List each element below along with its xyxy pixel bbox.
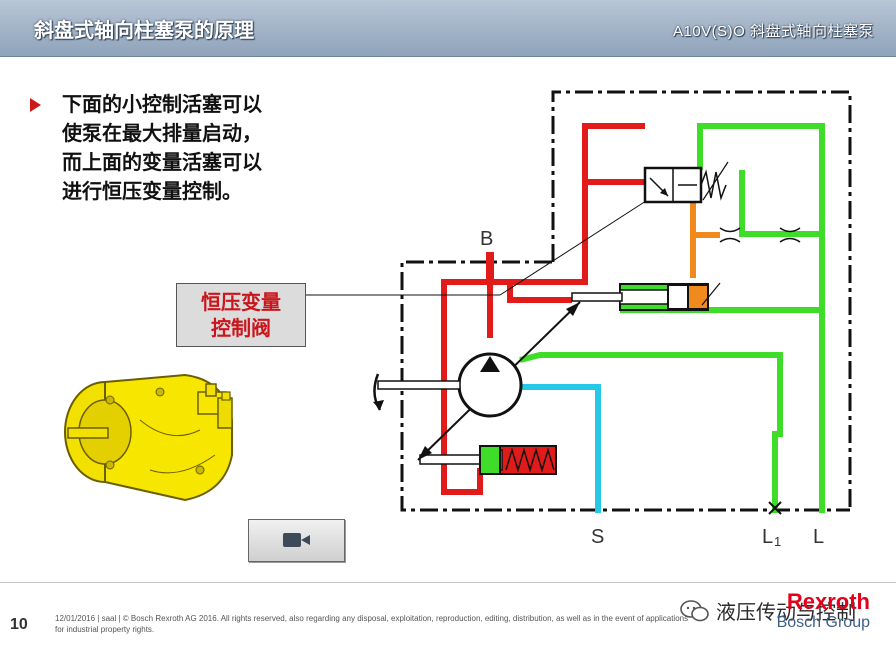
port-label-b: B bbox=[480, 228, 493, 250]
brand-logo: Rexroth Bosch Group bbox=[777, 591, 870, 633]
pressure-lines bbox=[441, 123, 645, 495]
wechat-icon bbox=[680, 599, 709, 621]
b-port-stub bbox=[486, 252, 494, 282]
orifices bbox=[719, 227, 801, 243]
l1-plug bbox=[768, 501, 782, 515]
video-camera-icon bbox=[283, 533, 301, 547]
constant-pressure-valve bbox=[643, 161, 729, 204]
watermark-text: 液压传动与控制 bbox=[716, 600, 856, 624]
port-label-l1: L bbox=[762, 526, 773, 548]
port-label-l: L bbox=[813, 526, 824, 548]
legal-notice: 12/01/2016 | saal | © Bosch Rexroth AG 2… bbox=[55, 614, 689, 634]
adjust-arrow bbox=[701, 282, 721, 306]
suction-line bbox=[522, 384, 601, 513]
pump-symbol bbox=[373, 301, 581, 461]
watermark: 液压传动与控制 bbox=[680, 596, 856, 625]
slide-title: 斜盘式轴向柱塞泵的原理 bbox=[34, 18, 254, 42]
pilot-lines bbox=[690, 202, 720, 278]
video-camera-lens-icon bbox=[301, 535, 310, 545]
callout-box: 恒压变量 控制阀 bbox=[176, 283, 306, 347]
bullet-line-3: 而上面的变量活塞可以 bbox=[62, 150, 262, 174]
title-bar: 斜盘式轴向柱塞泵的原理 A10V(S)O 斜盘式轴向柱塞泵 bbox=[0, 0, 896, 57]
port-label-l1-subscript: 1 bbox=[774, 534, 781, 549]
control-piston-cylinder bbox=[419, 445, 557, 475]
callout-leader-line-diagonal bbox=[499, 200, 647, 296]
port-label-s: S bbox=[591, 526, 604, 548]
brand-name: Rexroth bbox=[786, 589, 870, 614]
callout-line-1: 恒压变量 bbox=[201, 290, 281, 314]
bullet-text: 下面的小控制活塞可以 使泵在最大排量启动， 而上面的变量活塞可以 进行恒压变量控… bbox=[62, 90, 362, 206]
pump-illustration bbox=[64, 373, 233, 502]
video-play-button[interactable] bbox=[248, 519, 345, 562]
slide-subtitle: A10V(S)O 斜盘式轴向柱塞泵 bbox=[672, 23, 874, 40]
brand-group: Bosch Group bbox=[776, 614, 870, 631]
page-number: 10 bbox=[10, 616, 28, 633]
stroking-piston-cylinder bbox=[571, 283, 709, 311]
bullet-arrow-icon bbox=[30, 98, 41, 112]
footer-divider bbox=[0, 582, 896, 583]
bullet-line-4: 进行恒压变量控制。 bbox=[62, 179, 242, 203]
bullet-line-1: 下面的小控制活塞可以 bbox=[62, 92, 262, 116]
callout-line-2: 控制阀 bbox=[211, 316, 271, 340]
bullet-line-2: 使泵在最大排量启动， bbox=[62, 121, 262, 145]
